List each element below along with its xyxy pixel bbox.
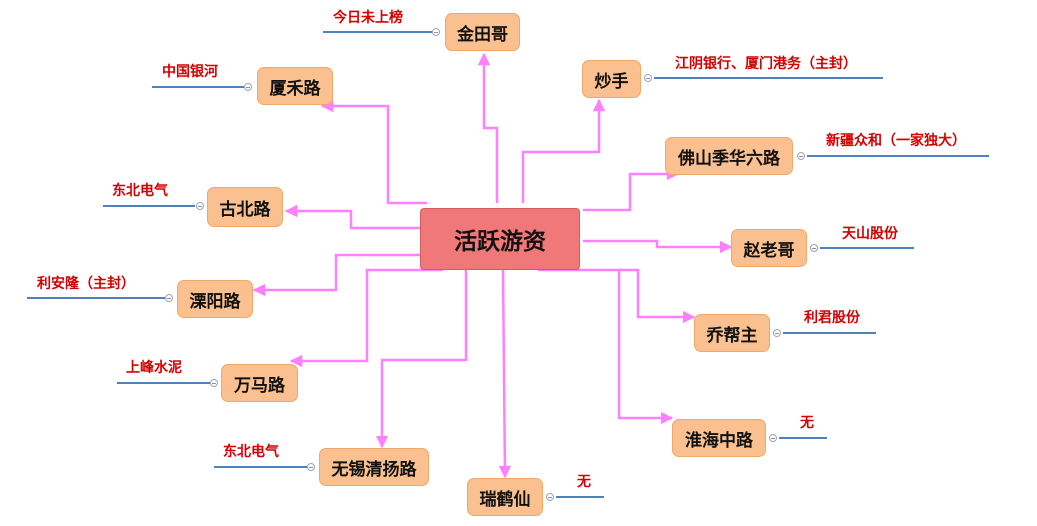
underline-chaoshou: [654, 77, 883, 79]
note-zhaolaoge: 天山股份: [842, 226, 898, 242]
collapse-toggle-liyanglu[interactable]: [165, 294, 173, 302]
connector-ruihexian: [498, 269, 512, 479]
underline-qiaobangzhu: [783, 332, 876, 334]
note-ruihexian: 无: [577, 474, 591, 490]
collapse-toggle-gubeilu[interactable]: [196, 202, 204, 210]
node-zhaolaoge[interactable]: 赵老哥: [731, 229, 807, 267]
collapse-toggle-jintiange[interactable]: [432, 28, 440, 36]
connector-wuxi: [375, 270, 468, 449]
collapse-toggle-huaihaizhonglu[interactable]: [769, 434, 777, 442]
underline-huaihaizhonglu: [779, 437, 827, 439]
note-jintiange: 今日未上榜: [333, 10, 403, 26]
connector-liyanglu: [252, 253, 420, 297]
node-xiahelu[interactable]: 厦禾路: [257, 67, 333, 105]
node-foshan[interactable]: 佛山季华六路: [665, 137, 793, 175]
node-huaihaizhonglu[interactable]: 淮海中路: [672, 419, 766, 457]
note-chaoshou: 江阴银行、厦门港务（主封）: [675, 56, 857, 72]
collapse-toggle-zhaolaoge[interactable]: [810, 244, 818, 252]
central-topic[interactable]: 活跃游资: [420, 208, 580, 270]
connector-qiaobangzhu: [538, 268, 696, 324]
note-foshan: 新疆众和（一家独大）: [826, 133, 966, 149]
collapse-toggle-wuxi[interactable]: [307, 463, 315, 471]
underline-wanmalu: [117, 382, 210, 384]
underline-jintiange: [323, 31, 434, 33]
node-chaoshou[interactable]: 炒手: [582, 60, 641, 98]
underline-xiahelu: [152, 86, 244, 88]
node-qiaobangzhu[interactable]: 乔帮主: [694, 314, 770, 352]
connector-foshan: [583, 167, 680, 212]
note-xiahelu: 中国银河: [162, 64, 218, 80]
underline-zhaolaoge: [820, 247, 914, 249]
collapse-toggle-foshan[interactable]: [797, 152, 805, 160]
collapse-toggle-wanmalu[interactable]: [210, 379, 218, 387]
underline-foshan: [807, 155, 989, 157]
collapse-toggle-qiaobangzhu[interactable]: [773, 329, 781, 337]
connector-wanmalu: [289, 268, 443, 368]
collapse-toggle-ruihexian[interactable]: [546, 493, 554, 501]
connector-zhaolaoge: [583, 239, 733, 254]
collapse-toggle-chaoshou[interactable]: [644, 74, 652, 82]
connector-gubeilu: [284, 204, 420, 230]
underline-liyanglu: [27, 297, 165, 299]
underline-ruihexian: [556, 496, 604, 498]
connector-xiahelu: [320, 99, 427, 205]
connector-huaihaizhonglu: [617, 268, 674, 425]
connector-jintiange: [477, 52, 499, 203]
note-gubeilu: 东北电气: [112, 183, 168, 199]
note-wuxi: 东北电气: [223, 444, 279, 460]
underline-wuxi: [214, 466, 307, 468]
node-wuxi[interactable]: 无锡清扬路: [319, 448, 429, 486]
note-huaihaizhonglu: 无: [800, 415, 814, 431]
node-ruihexian[interactable]: 瑞鹤仙: [467, 478, 543, 516]
node-liyanglu[interactable]: 溧阳路: [177, 280, 253, 318]
connector-chaoshou: [521, 98, 606, 203]
note-liyanglu: 利安隆（主封）: [37, 276, 135, 292]
collapse-toggle-xiahelu[interactable]: [244, 83, 252, 91]
node-gubeilu[interactable]: 古北路: [207, 187, 283, 227]
note-qiaobangzhu: 利君股份: [804, 310, 860, 326]
node-jintiange[interactable]: 金田哥: [445, 13, 520, 51]
underline-gubeilu: [103, 205, 195, 207]
note-wanmalu: 上峰水泥: [126, 360, 182, 376]
node-wanmalu[interactable]: 万马路: [221, 364, 298, 402]
